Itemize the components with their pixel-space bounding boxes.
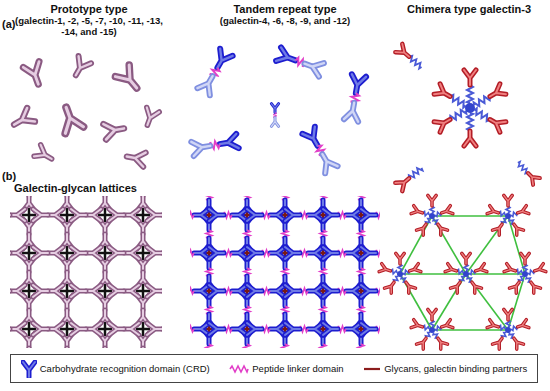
legend-text: Peptide linker domain xyxy=(252,363,343,374)
illustration-part xyxy=(504,253,546,293)
illustration-part xyxy=(400,273,466,275)
legend-text: Carbohydrate recognition domain (CRD) xyxy=(40,363,210,374)
illustration-part xyxy=(70,56,91,79)
illustration-part xyxy=(23,62,46,87)
legend-item: Carbohydrate recognition domain (CRD) xyxy=(21,360,210,378)
illustration-part xyxy=(411,195,453,235)
illustration-part xyxy=(445,253,487,293)
section-heading: Galectin-glycan lattices xyxy=(14,182,137,195)
legend-box: Carbohydrate recognition domain (CRD) Pe… xyxy=(10,354,538,383)
glycan-icon xyxy=(363,364,381,374)
illustration-part xyxy=(34,145,55,165)
illustration-part xyxy=(364,367,380,369)
illustration-part xyxy=(487,309,529,349)
illustration-part xyxy=(432,215,508,217)
illustration-part xyxy=(379,253,421,293)
illustration-part xyxy=(230,366,248,372)
column-heading: Prototype type xyxy=(14,3,164,16)
illustration-part xyxy=(434,70,506,146)
illustration-part xyxy=(302,127,337,174)
illustration-part xyxy=(276,47,324,76)
illustration-part xyxy=(103,121,125,140)
column-heading: Chimera type galectin-3 xyxy=(390,3,548,16)
illustration-part xyxy=(395,164,425,191)
panel-letter: (b) xyxy=(2,170,16,183)
tandem-galectins xyxy=(191,47,366,173)
prototype-galectins xyxy=(10,56,159,167)
illustration-part xyxy=(514,159,539,184)
legend-item: Glycans, galectin binding partners xyxy=(363,363,527,374)
prototype-lattice xyxy=(10,196,162,348)
crd-icon xyxy=(21,360,37,378)
legend-item: Peptide linker domain xyxy=(229,363,343,375)
illustration-part xyxy=(191,134,238,156)
illustration-part xyxy=(57,104,83,133)
member-list: (galectin-1, -2, -5, -7, -10, -11, -13, … xyxy=(14,16,164,38)
linker-icon xyxy=(229,363,249,375)
illustration-part xyxy=(411,309,453,349)
illustration-part xyxy=(197,49,232,96)
illustration-part xyxy=(10,108,35,131)
legend-text: Glycans, galectin binding partners xyxy=(384,363,527,374)
member-list: (galectin-4, -6, -8, -9, and -12) xyxy=(175,16,395,27)
illustration-part xyxy=(271,104,278,127)
panel-letter: (a) xyxy=(2,18,15,31)
chimera-pentamers xyxy=(379,195,546,349)
illustration-part xyxy=(344,74,366,121)
illustration-part xyxy=(141,107,159,127)
illustration-part xyxy=(432,329,508,331)
illustration-part xyxy=(23,362,35,377)
illustration-part xyxy=(125,149,145,166)
chimera-galectins xyxy=(395,44,540,191)
column-heading: Tandem repeat type xyxy=(185,3,385,16)
illustration-part xyxy=(395,44,425,71)
illustration-part xyxy=(487,195,529,235)
illustration-part xyxy=(115,65,143,94)
tandem-lattice xyxy=(190,196,380,348)
